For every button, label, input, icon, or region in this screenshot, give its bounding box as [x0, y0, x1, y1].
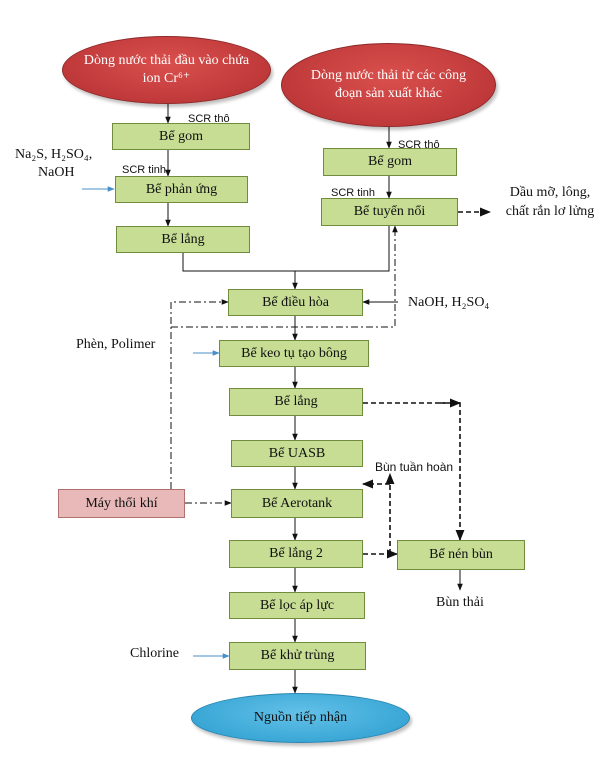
label-chem-left-1: Na₂S, H₂SO₄, [15, 147, 93, 162]
tank-tuyen-noi: Bể tuyển nổi [321, 198, 458, 226]
label-bun-thai: Bùn thải [436, 595, 484, 610]
blower-box: Máy thổi khí [58, 489, 185, 518]
receiver-text: Nguồn tiếp nhận [253, 710, 348, 725]
tank-gom-right: Bể gom [323, 148, 457, 176]
source-cr-ellipse: Dòng nước thải đầu vào chứa ion Cr⁶⁺ [62, 36, 271, 104]
tank-aerotank: Bể Aerotank [231, 489, 363, 518]
source-cr-text: Dòng nước thải đầu vào chứa ion Cr⁶⁺ [83, 53, 250, 86]
label-oil-1: Dầu mỡ, lông, [509, 185, 591, 200]
tank-lang-left: Bể lắng [116, 226, 250, 253]
tank-loc-ap-luc: Bể lọc áp lực [229, 592, 365, 619]
tank-khu-trung: Bể khử trùng [229, 642, 366, 670]
tank-gom-left: Bể gom [112, 123, 250, 150]
tank-lang-main: Bể lắng [229, 388, 363, 416]
tank-uasb: Bể UASB [231, 440, 363, 467]
label-scr-tho-left: SCR thô [188, 113, 230, 125]
receiver-ellipse: Nguồn tiếp nhận [191, 693, 410, 743]
line-blower-to-dieuhoa [170, 299, 229, 489]
tank-phan-ung: Bể phản ứng [115, 176, 248, 203]
tank-dieu-hoa: Bể điều hòa [228, 289, 363, 316]
line-tuyennoi-to-junction [295, 226, 390, 272]
label-chem-left-2: NaOH [38, 165, 75, 180]
tank-nen-bun: Bể nén bùn [397, 540, 525, 570]
source-other-ellipse: Dòng nước thải từ các công đoạn sản xuất… [281, 43, 496, 127]
label-oil-2: chất rắn lơ lửng [505, 204, 595, 219]
line-lang-left-to-junction [182, 253, 295, 272]
label-bun-tuan-hoan: Bùn tuần hoàn [375, 460, 454, 474]
source-other-text: Dòng nước thải từ các công đoạn sản xuất… [310, 68, 467, 101]
label-chlorine: Chlorine [130, 646, 179, 661]
label-scr-tinh-left: SCR tinh [122, 164, 167, 176]
label-naoh-h2so4: NaOH, H₂SO₄ [408, 295, 490, 310]
tank-lang-2: Bể lắng 2 [229, 540, 363, 568]
line-dieuhoa-return [171, 225, 398, 328]
label-scr-tinh-right: SCR tinh [331, 187, 376, 199]
label-scr-tho-right: SCR thô [398, 139, 440, 151]
tank-keo-tu: Bể keo tụ tạo bông [219, 340, 369, 367]
label-phen-polimer: Phèn, Polimer [76, 337, 156, 352]
